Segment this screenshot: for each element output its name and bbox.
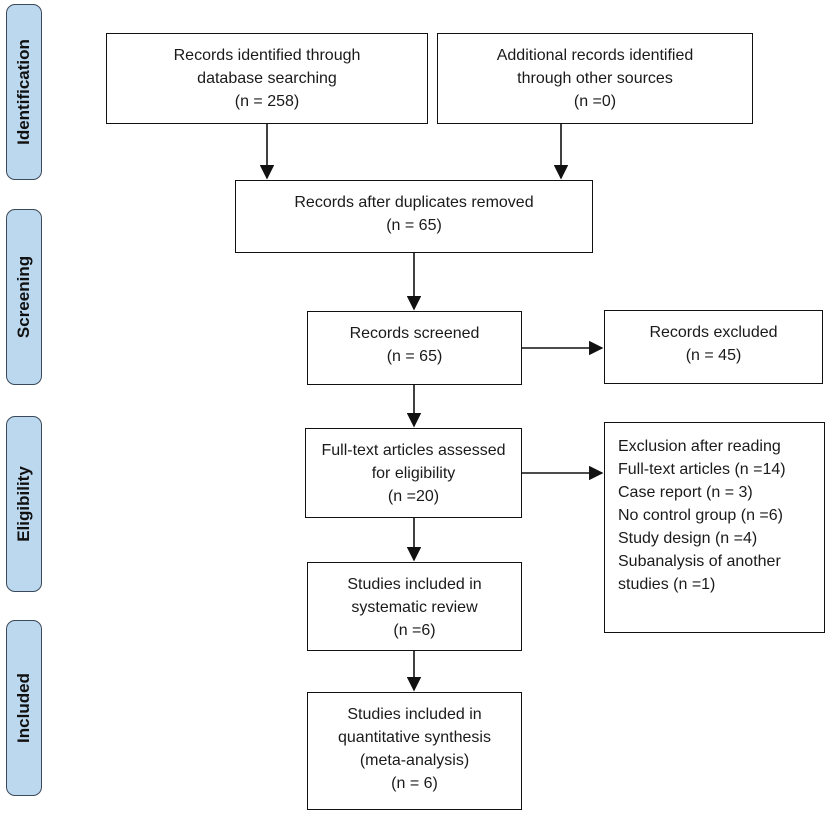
box-quant-line-3: (meta-analysis) — [359, 752, 470, 769]
box-screened-line-1: Records screened — [349, 325, 480, 342]
box-systematic-line-2: systematic review — [351, 599, 478, 616]
box-quantitative-synthesis: Studies included in quantitative synthes… — [307, 692, 522, 810]
box-duplicates-removed: Records after duplicates removed (n = 65… — [235, 180, 593, 253]
box-systematic-review: Studies included in systematic review (n… — [307, 562, 522, 651]
box-db-line-1: Records identified through — [173, 47, 361, 64]
box-fulltext-line-1: Full-text articles assessed — [321, 442, 506, 459]
box-quant-line-2: quantitative synthesis — [338, 729, 491, 746]
box-fulltext-line-3: (n =20) — [387, 488, 440, 505]
box-other-line-3: (n =0) — [573, 93, 617, 110]
exclusion-line-5: Study design (n =4) — [618, 530, 758, 547]
box-other-sources: Additional records identified through ot… — [437, 33, 753, 124]
box-quant-line-4: (n = 6) — [391, 775, 438, 792]
phase-eligibility: Eligibility — [6, 416, 42, 592]
box-other-line-1: Additional records identified — [496, 47, 694, 64]
box-dup-line-2: (n = 65) — [386, 217, 442, 234]
box-db-line-2: database searching — [197, 70, 337, 87]
exclusion-line-2: Full-text articles (n =14) — [618, 461, 786, 478]
box-excluded-line-2: (n = 45) — [685, 347, 742, 364]
box-quant-line-1: Studies included in — [347, 706, 482, 723]
phase-screening: Screening — [6, 209, 42, 385]
exclusion-line-3: Case report (n = 3) — [618, 484, 753, 501]
box-dup-line-1: Records after duplicates removed — [294, 194, 534, 211]
box-records-excluded: Records excluded (n = 45) — [604, 310, 823, 384]
box-excluded-line-1: Records excluded — [649, 324, 778, 341]
exclusion-line-1: Exclusion after reading — [618, 438, 781, 455]
box-fulltext-line-2: for eligibility — [371, 465, 456, 482]
exclusion-line-7: studies (n =1) — [618, 576, 716, 593]
box-exclusion-after-reading: Exclusion after reading Full-text articl… — [604, 422, 825, 633]
box-systematic-line-3: (n =6) — [393, 622, 436, 639]
exclusion-line-6: Subanalysis of another — [618, 553, 781, 570]
box-fulltext-assessed: Full-text articles assessed for eligibil… — [305, 428, 522, 518]
box-database-searching: Records identified through database sear… — [106, 33, 428, 124]
box-screened-line-2: (n = 65) — [386, 348, 443, 365]
phase-included: Included — [6, 620, 42, 796]
box-db-line-3: (n = 258) — [234, 93, 300, 110]
exclusion-line-4: No control group (n =6) — [618, 507, 783, 524]
box-other-line-2: through other sources — [517, 70, 673, 87]
box-systematic-line-1: Studies included in — [347, 576, 482, 593]
box-records-screened: Records screened (n = 65) — [307, 311, 522, 385]
phase-identification: Identification — [6, 4, 42, 180]
